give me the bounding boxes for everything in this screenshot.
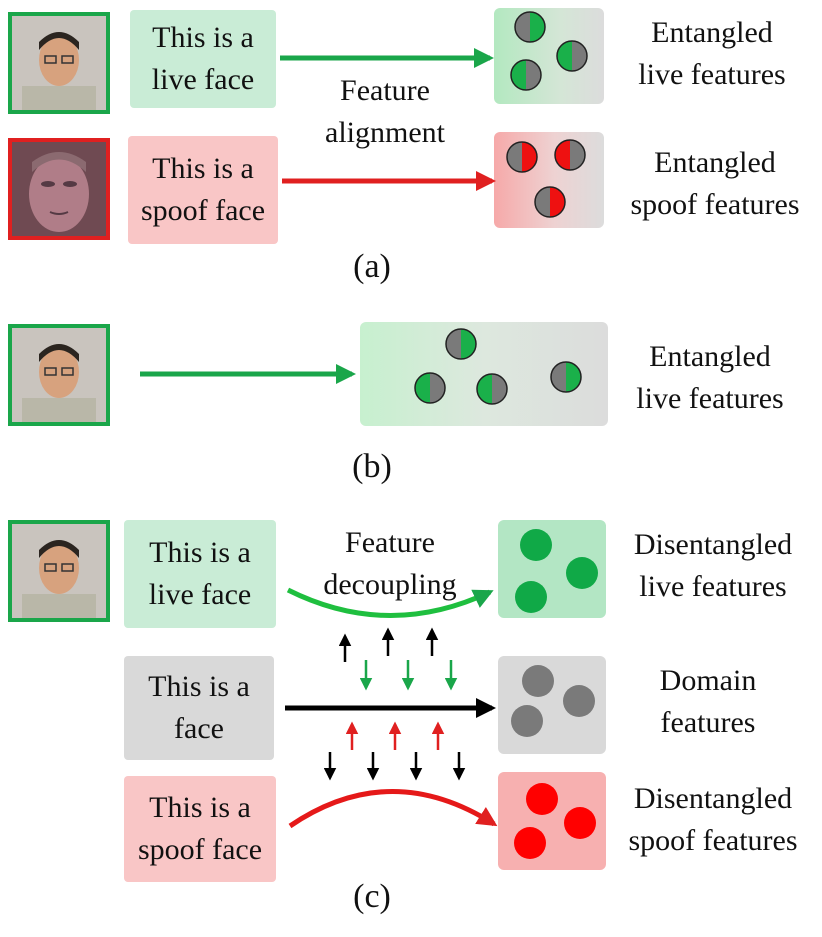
disentangled-live-feature-dot: [520, 529, 552, 561]
domain-feature-dot: [511, 705, 543, 737]
spoof-face-text-box-a: This is a spoof face: [128, 136, 278, 244]
entangled-live-feature-dot: [510, 59, 542, 91]
entangled-feature-dot-b: [414, 372, 446, 404]
face-text-box-c: This is a face: [124, 656, 274, 760]
entangled-live-feature-dot: [514, 11, 546, 43]
live-face-photo-c: [8, 520, 110, 622]
caption-a: (a): [353, 248, 391, 285]
domain-feature-dot: [563, 685, 595, 717]
entangled-spoof-feature-dot: [506, 141, 538, 173]
domain-feature-dot: [522, 665, 554, 697]
feature-decoupling-label: Feature decoupling: [323, 526, 457, 601]
caption-c: (c): [353, 878, 391, 915]
live-face-image: [12, 16, 106, 110]
live-face-photo-a: [8, 12, 110, 114]
live-face-photo-b: [8, 324, 110, 426]
live-face-image: [12, 524, 106, 618]
entangled-feature-dot-b: [476, 373, 508, 405]
entangled-live-features-label-b: Entangled live features: [636, 340, 784, 415]
disentangled-live-features-label: Disentangled live features: [633, 528, 793, 603]
spoof-decoupling-arrow: [288, 789, 498, 829]
spoof-face-image: [12, 142, 106, 236]
entangled-spoof-features-label: Entangled spoof features: [630, 146, 800, 221]
entangled-spoof-feature-dot: [534, 186, 566, 218]
spoof-face-photo-a: [8, 138, 110, 240]
entangled-feature-dot-b: [550, 361, 582, 393]
live-face-text-box-a: This is a live face: [130, 10, 276, 108]
disentangled-live-feature-dot: [515, 581, 547, 613]
live-decoupling-arrow: [286, 587, 494, 618]
feature-alignment-label: Feature alignment: [325, 74, 445, 149]
entangled-live-feature-dot: [556, 40, 588, 72]
entangled-live-features-label-a: Entangled live features: [638, 16, 786, 91]
disentangled-spoof-features-label: Disentangled spoof features: [628, 782, 798, 857]
entangled-spoof-feature-dot: [554, 139, 586, 171]
live-face-image: [12, 328, 106, 422]
disentangled-live-feature-dot: [566, 557, 598, 589]
live-face-text-box-c: This is a live face: [124, 520, 276, 628]
spoof-face-text-box-c: This is a spoof face: [124, 776, 276, 882]
disentangled-spoof-feature-dot: [526, 783, 558, 815]
entangled-feature-dot-b: [445, 328, 477, 360]
disentangled-spoof-feature-dot: [564, 807, 596, 839]
disentangled-spoof-feature-dot: [514, 827, 546, 859]
domain-features-label: Domain features: [659, 664, 757, 739]
caption-b: (b): [352, 448, 392, 485]
